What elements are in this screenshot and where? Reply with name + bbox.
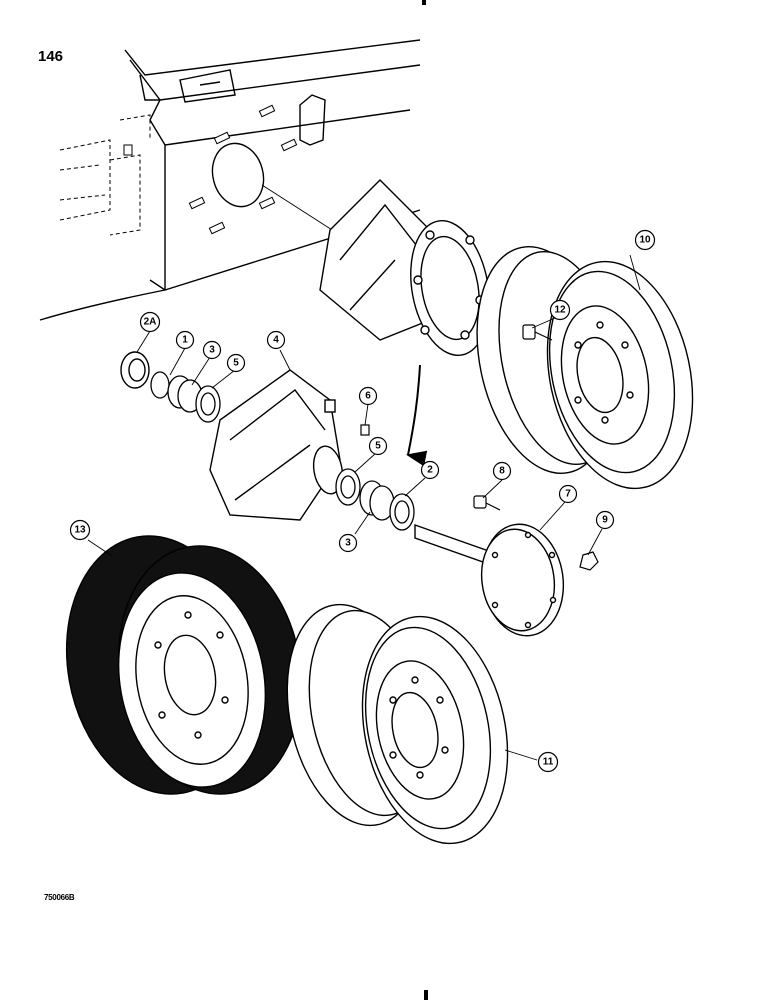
callout-5a — [226, 353, 246, 373]
bearing-set-upper — [150, 371, 221, 423]
leader-lines — [87, 254, 641, 761]
callout-7-label: 7 — [565, 489, 571, 500]
callout-2a — [139, 311, 161, 333]
tire-13 — [65, 535, 302, 795]
callout-5b-label: 5 — [375, 441, 381, 452]
callout-6 — [358, 386, 378, 406]
callout-4 — [266, 330, 286, 350]
axle-housing-4 — [209, 369, 344, 521]
scan-mark-top — [422, 0, 426, 5]
callout-markers — [69, 229, 656, 773]
figure-code: 750066B — [44, 893, 75, 902]
page-number: 146 — [38, 48, 64, 65]
nut-9 — [579, 551, 599, 571]
callout-2a-label: 2A — [144, 317, 157, 328]
callout-1-label: 1 — [182, 335, 188, 346]
callout-3b-label: 3 — [345, 538, 351, 549]
callout-labels: 2A 1 3 5 4 6 5 2 3 8 7 9 10 12 13 11 — [74, 235, 651, 768]
bolt-8 — [473, 495, 501, 511]
assembly-arrow — [406, 364, 428, 467]
callout-12-label: 12 — [554, 305, 566, 316]
callout-7 — [558, 484, 578, 504]
callout-3b — [338, 533, 358, 553]
wheel-rim-10 — [476, 246, 694, 490]
callout-5a-label: 5 — [233, 358, 239, 369]
callout-9 — [595, 510, 615, 530]
frame-studs — [123, 104, 298, 235]
callout-10-label: 10 — [639, 235, 651, 246]
callout-12 — [549, 299, 571, 321]
callout-3a-label: 3 — [209, 345, 215, 356]
seal-2a — [120, 351, 150, 389]
callout-9-label: 9 — [602, 515, 608, 526]
callout-3a — [202, 340, 222, 360]
grease-fitting-6 — [360, 424, 370, 436]
chassis-frame — [39, 39, 421, 321]
callout-4-label: 4 — [273, 335, 279, 346]
wheel-rim-11 — [286, 603, 509, 845]
callout-1 — [175, 330, 195, 350]
wheel-bolt-12 — [522, 324, 553, 341]
callout-11 — [537, 751, 559, 773]
axle-shaft-7 — [414, 523, 565, 637]
callout-6-label: 6 — [365, 391, 371, 402]
callout-2-label: 2 — [427, 465, 433, 476]
callout-13-label: 13 — [74, 525, 86, 536]
callout-11-label: 11 — [543, 757, 554, 768]
callout-5b — [368, 436, 388, 456]
scan-mark-bottom — [424, 990, 428, 1000]
callout-13 — [69, 519, 91, 541]
callout-10 — [634, 229, 656, 251]
callout-8-label: 8 — [499, 466, 505, 477]
axle-housing-upper — [319, 179, 490, 356]
bearing-set-lower — [335, 468, 415, 531]
callout-8 — [492, 461, 512, 481]
callout-2 — [420, 460, 440, 480]
